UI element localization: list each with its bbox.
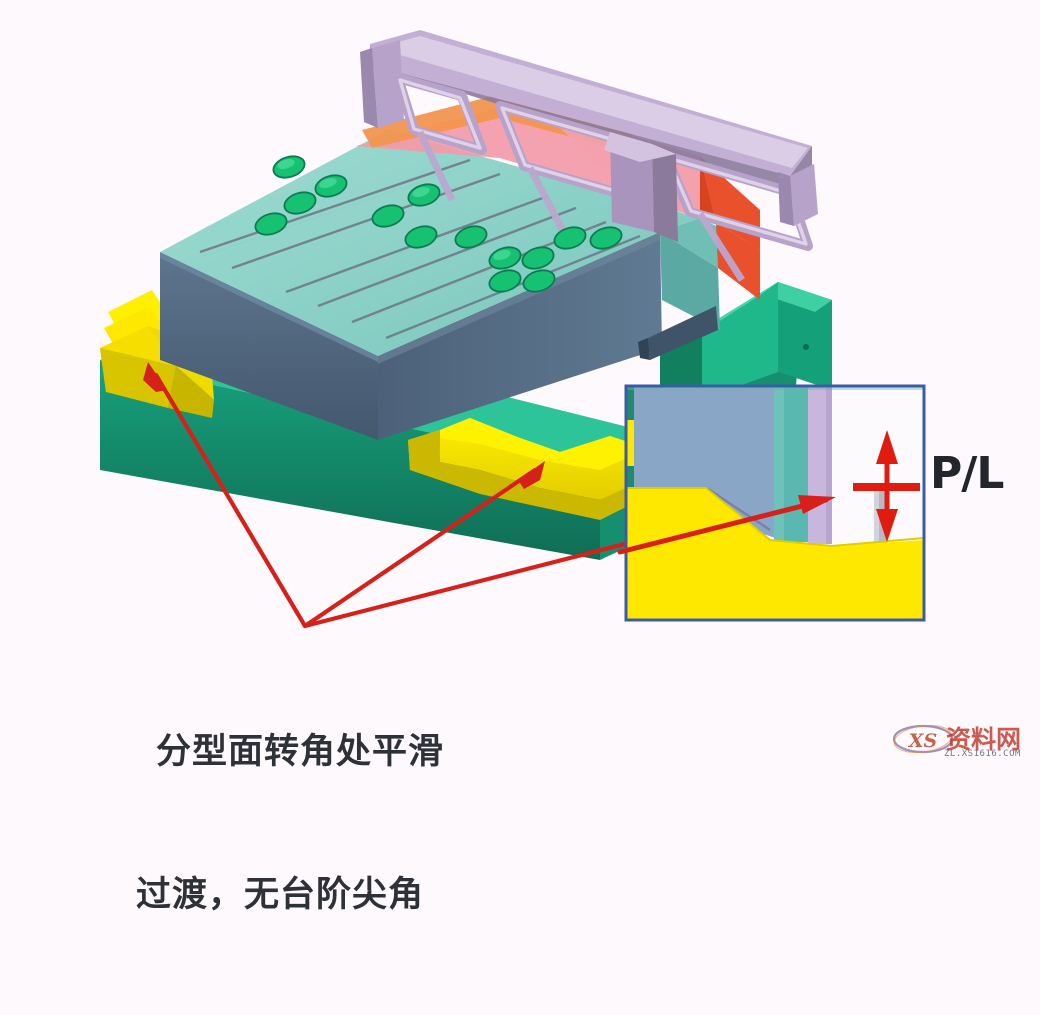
core-block bbox=[160, 232, 662, 440]
inset-content bbox=[626, 386, 924, 620]
illustration-canvas: 分型面转角处平滑 过渡，无台阶尖角 bbox=[100, 30, 1034, 915]
pl-label: P/L bbox=[930, 448, 1004, 499]
inset-arrow bbox=[617, 495, 836, 555]
arrowhead-center bbox=[518, 461, 545, 489]
xs-logo-icon: XS bbox=[892, 724, 954, 754]
parting-line-marker bbox=[853, 430, 920, 542]
watermark-brand: 资料网 bbox=[946, 725, 1022, 754]
arrowhead-left bbox=[143, 362, 167, 392]
svg-text:XS: XS bbox=[908, 730, 937, 752]
callout-arrows bbox=[143, 362, 643, 629]
watermark: XS 资料网 ZL.XS1616.COM bbox=[888, 718, 1034, 764]
annotation-line-1: 分型面转角处平滑 bbox=[156, 732, 445, 773]
inset-border bbox=[624, 384, 926, 622]
ejector-pins bbox=[254, 155, 623, 293]
annotation-line-2: 过渡，无台阶尖角 bbox=[136, 874, 425, 915]
detail-inset-panel bbox=[617, 384, 926, 622]
side-detail-plate bbox=[638, 306, 718, 360]
mold-3d-model bbox=[100, 30, 832, 560]
watermark-url: ZL.XS1616.COM bbox=[944, 749, 1021, 759]
runner-frame bbox=[360, 30, 818, 282]
